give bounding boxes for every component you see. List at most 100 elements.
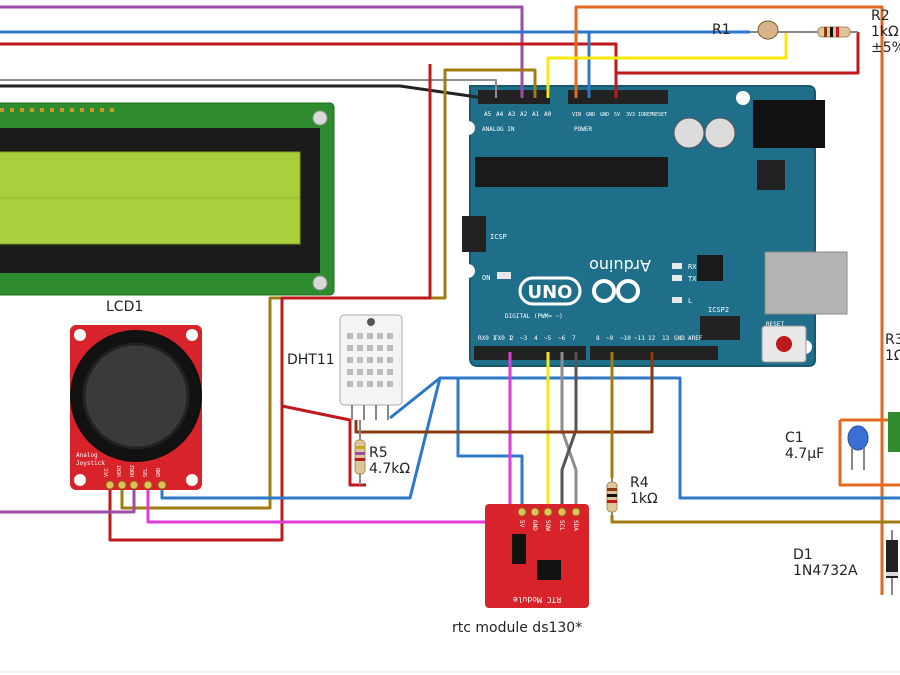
rx-label: RX [688, 263, 697, 271]
wire-purple-a2[interactable] [0, 5, 524, 98]
pin-label: GND [531, 520, 538, 531]
pin-label: ~10 [620, 335, 631, 342]
digital-label: DIGITAL (PWM= ~) [505, 313, 563, 320]
icsp2-label: ICSP2 [708, 306, 729, 314]
reset-label: RESET [766, 321, 784, 328]
uno-logo-frame [518, 276, 582, 306]
resistor-band [607, 488, 617, 491]
pin-label: GND [674, 335, 685, 342]
mount-hole [461, 264, 475, 278]
resistor-r2[interactable]: R2 1kΩ ±5% [786, 8, 900, 56]
joystick-module[interactable]: LCD1 Analog Joystick VCC VERT HORZ SEL G… [70, 299, 202, 490]
r5-value: 4.7kΩ [369, 461, 410, 477]
pin-label: RX0 1 [478, 335, 496, 342]
ldr-r1[interactable]: R1 [712, 20, 786, 40]
lcd-module[interactable] [0, 102, 335, 296]
arduino-uno-board[interactable]: UNO Arduino ANALOG IN POWER DIGITAL (PWM… [461, 85, 848, 367]
wire-yellow-a0[interactable] [546, 32, 788, 98]
r2-tolerance: ±5% [871, 40, 900, 56]
wire-red-r5[interactable] [281, 404, 366, 487]
arduino-brand-text: Arduino [589, 256, 651, 275]
wire-gray[interactable] [0, 79, 497, 98]
capacitor-cap [704, 117, 736, 149]
pin-label: 3V3 [626, 112, 635, 118]
wire-blue-dht[interactable] [389, 376, 441, 420]
dht-grille [347, 333, 393, 387]
r2-value: 1kΩ [871, 24, 899, 40]
resistor-body [817, 26, 851, 38]
mount-hole [736, 91, 750, 105]
rtc-module[interactable]: 5V GND SQW SCL SDA RTC Module rtc module… [452, 504, 589, 636]
capacitor-c1[interactable]: C1 4.7µF [785, 425, 869, 470]
resistor-body [354, 439, 366, 475]
l-label: L [688, 297, 692, 305]
joystick-pins [105, 480, 167, 490]
wire-orange-c1-loop[interactable] [838, 420, 900, 487]
rtc-caption: rtc module ds130* [452, 620, 582, 636]
r4-ref: R4 [630, 475, 649, 491]
pin-label: 5V [518, 520, 525, 528]
pin-label: ~5 [544, 335, 552, 342]
usb-chip [697, 255, 723, 281]
uno-logo-text: UNO [528, 282, 573, 303]
resistor-r3[interactable]: R3 1Ω [885, 332, 900, 452]
wire-black[interactable] [0, 84, 485, 100]
rtc-board-text: RTC Module [513, 595, 561, 604]
wire-orange-vin[interactable] [574, 5, 884, 595]
pin-label: A1 [532, 111, 540, 118]
resistor-r5[interactable]: R5 4.7kΩ [354, 420, 410, 485]
icsp2-header [700, 316, 740, 340]
joystick-label-2: Joystick [76, 460, 105, 467]
pin-label: A4 [496, 111, 504, 118]
wire-red-top[interactable] [0, 42, 618, 98]
digital-header-left [474, 346, 586, 360]
pin-label: 13 [662, 335, 670, 342]
lcd-mount-hole [312, 275, 328, 291]
mount-hole [461, 121, 475, 135]
pin-label: GND [600, 112, 609, 118]
rtc-pin-labels: 5V GND SQW SCL SDA [518, 520, 579, 531]
l-led [672, 297, 682, 303]
arduino-infinity-icon [592, 279, 640, 303]
joystick-pin-labels: VCC VERT HORZ SEL GND [104, 465, 162, 477]
pin-label: TX0 1 [494, 335, 512, 342]
wire-red-r2[interactable] [616, 32, 860, 75]
pin-label: SQW [544, 520, 551, 531]
pin-label: ~3 [520, 335, 528, 342]
pin-label: HORZ [130, 465, 136, 477]
tx-led [672, 275, 682, 281]
joystick-knob[interactable] [82, 342, 190, 450]
pin-label: A2 [520, 111, 528, 118]
dht11-sensor[interactable]: DHT11 [287, 314, 403, 420]
pin-label: 12 [648, 335, 656, 342]
pin-label: IOREF [638, 112, 653, 118]
pin-label: VCC [104, 468, 110, 477]
wire-magenta[interactable] [146, 352, 512, 524]
voltage-regulator [757, 160, 785, 190]
mount-hole [186, 329, 198, 341]
pin-label: ~9 [606, 335, 614, 342]
r5-ref: R5 [369, 445, 388, 461]
capacitor-body [847, 425, 869, 451]
r3-ref: R3 [885, 332, 900, 348]
wire-blue-rtc[interactable] [456, 378, 524, 512]
pin-label: SEL [143, 468, 149, 477]
pin-label: 2 [510, 335, 514, 342]
pin-label: VERT [117, 465, 123, 477]
wire-brown-dht[interactable] [354, 352, 654, 434]
pin-label: 8 [596, 335, 600, 342]
r4-value: 1kΩ [630, 491, 658, 507]
wire-purple-joystick[interactable] [0, 485, 136, 514]
resistor-r4[interactable]: R4 1kΩ [606, 475, 658, 515]
resistor-band [355, 458, 365, 461]
power-pin-labels: VIN GND GND 5V 3V3 IOREF RESET [572, 112, 667, 118]
reset-button-cap [776, 336, 792, 352]
wire-olive-r4-out[interactable] [610, 515, 900, 524]
rtc-pcb [485, 504, 589, 608]
lcd-ref: LCD1 [106, 299, 143, 315]
resistor-band [355, 446, 365, 449]
wire-black-rtc[interactable] [560, 352, 578, 512]
diode-d1[interactable]: D1 1N4732A [793, 530, 898, 595]
wire-red-vcc[interactable] [108, 64, 432, 542]
pin-label: 4 [534, 335, 538, 342]
